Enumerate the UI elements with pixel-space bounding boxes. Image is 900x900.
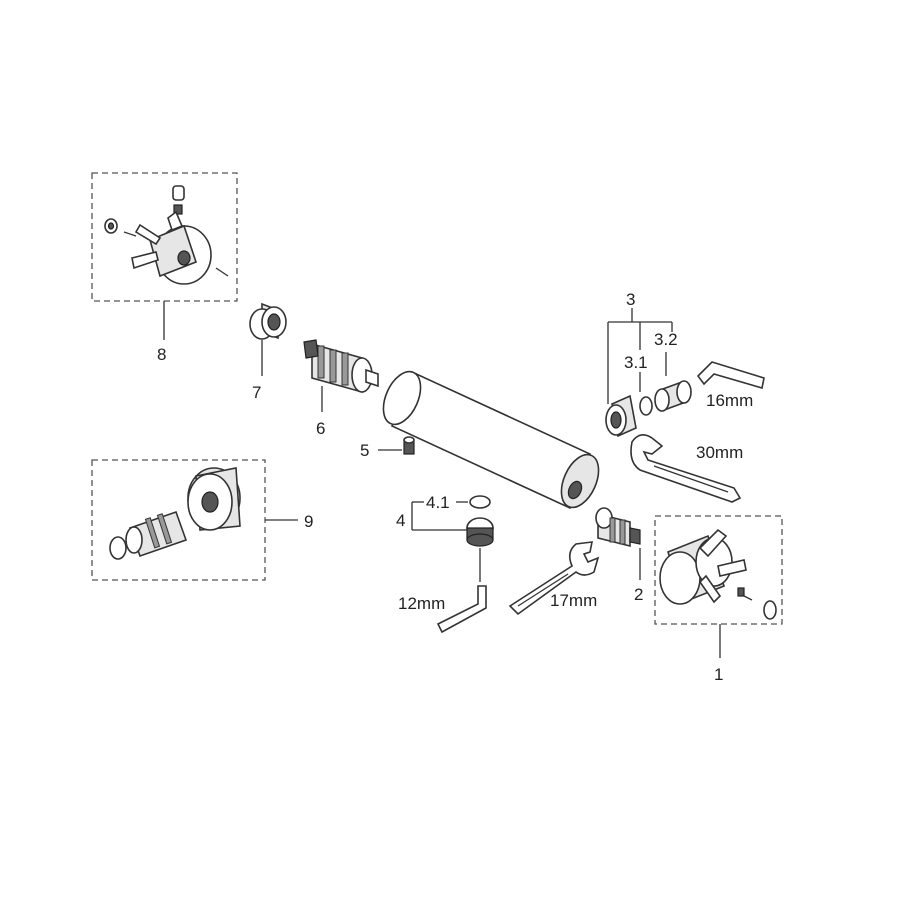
part-8-handle-kit — [91, 172, 238, 340]
label-6: 6 — [316, 419, 325, 438]
label-3: 3 — [626, 290, 635, 309]
label-3-1: 3.1 — [624, 353, 648, 372]
part-9-wall-connector-kit — [91, 459, 298, 581]
part-6-cartridge — [303, 339, 379, 412]
hex-key-12mm — [436, 585, 487, 634]
label-12mm: 12mm — [398, 594, 445, 613]
label-5: 5 — [360, 441, 369, 460]
wrench-30mm — [630, 434, 742, 503]
label-17mm: 17mm — [550, 591, 597, 610]
part-1-cross-handle — [654, 515, 783, 658]
mixer-body — [382, 370, 600, 510]
part-7-bushing — [249, 302, 287, 376]
label-16mm: 16mm — [706, 391, 753, 410]
wrench-17mm — [508, 541, 600, 616]
label-4: 4 — [396, 511, 405, 530]
label-1: 1 — [714, 665, 723, 684]
label-7: 7 — [252, 383, 261, 402]
part-2-headpart — [595, 507, 641, 580]
label-4-1: 4.1 — [426, 493, 450, 512]
label-3-2: 3.2 — [654, 330, 678, 349]
part-3-connection-set — [605, 308, 692, 438]
label-30mm: 30mm — [696, 443, 743, 462]
hex-key-16mm — [696, 361, 765, 390]
label-8: 8 — [157, 345, 166, 364]
label-9: 9 — [304, 512, 313, 531]
part-5-screw — [378, 436, 415, 455]
part-4-adapter — [411, 495, 494, 582]
label-2: 2 — [634, 585, 643, 604]
